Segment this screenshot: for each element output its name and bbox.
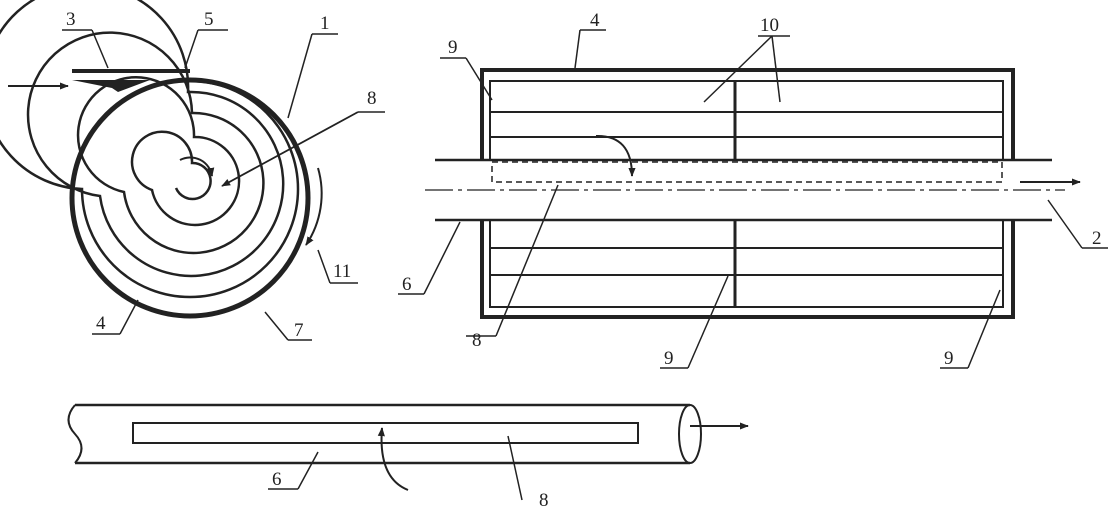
label-7: 7 [294,320,304,341]
tube-slot [132,422,639,444]
tube-break-left [67,404,83,464]
label-9-top-left: 9 [448,37,458,58]
tube-inflow-arrow [377,427,409,491]
label-11: 11 [333,261,351,282]
feed-inlet-wedge [72,80,150,92]
label-6-tube: 6 [272,469,282,490]
leader-8-spiral [221,111,359,187]
label-2: 2 [1092,228,1102,249]
label-8-spiral: 8 [367,88,377,109]
label-6-housing: 6 [402,274,412,295]
label-5: 5 [204,9,214,30]
tube-end-right [678,404,702,464]
label-4-spiral: 4 [96,313,106,334]
spiral-flow-arrow [305,167,323,246]
label-8-tube: 8 [539,490,549,510]
inner-flow-arrow [179,156,215,177]
perforated-zone [491,161,1003,183]
label-9-bottom-mid: 9 [664,348,674,369]
label-9-bottom-right: 9 [944,348,954,369]
label-1: 1 [320,13,330,34]
housing-flow-arrow [595,134,636,177]
label-3: 3 [66,9,76,30]
housing-side-view: 4 9 10 2 6 8 9 9 [398,10,1108,369]
spiral-membrane [0,0,300,299]
label-10: 10 [760,15,779,36]
label-8-housing: 8 [472,330,482,351]
spiral-cross-section: 3 5 1 8 11 4 7 [0,0,385,341]
label-4-housing: 4 [590,10,600,31]
permeate-tube-detail: 6 8 [67,403,749,510]
